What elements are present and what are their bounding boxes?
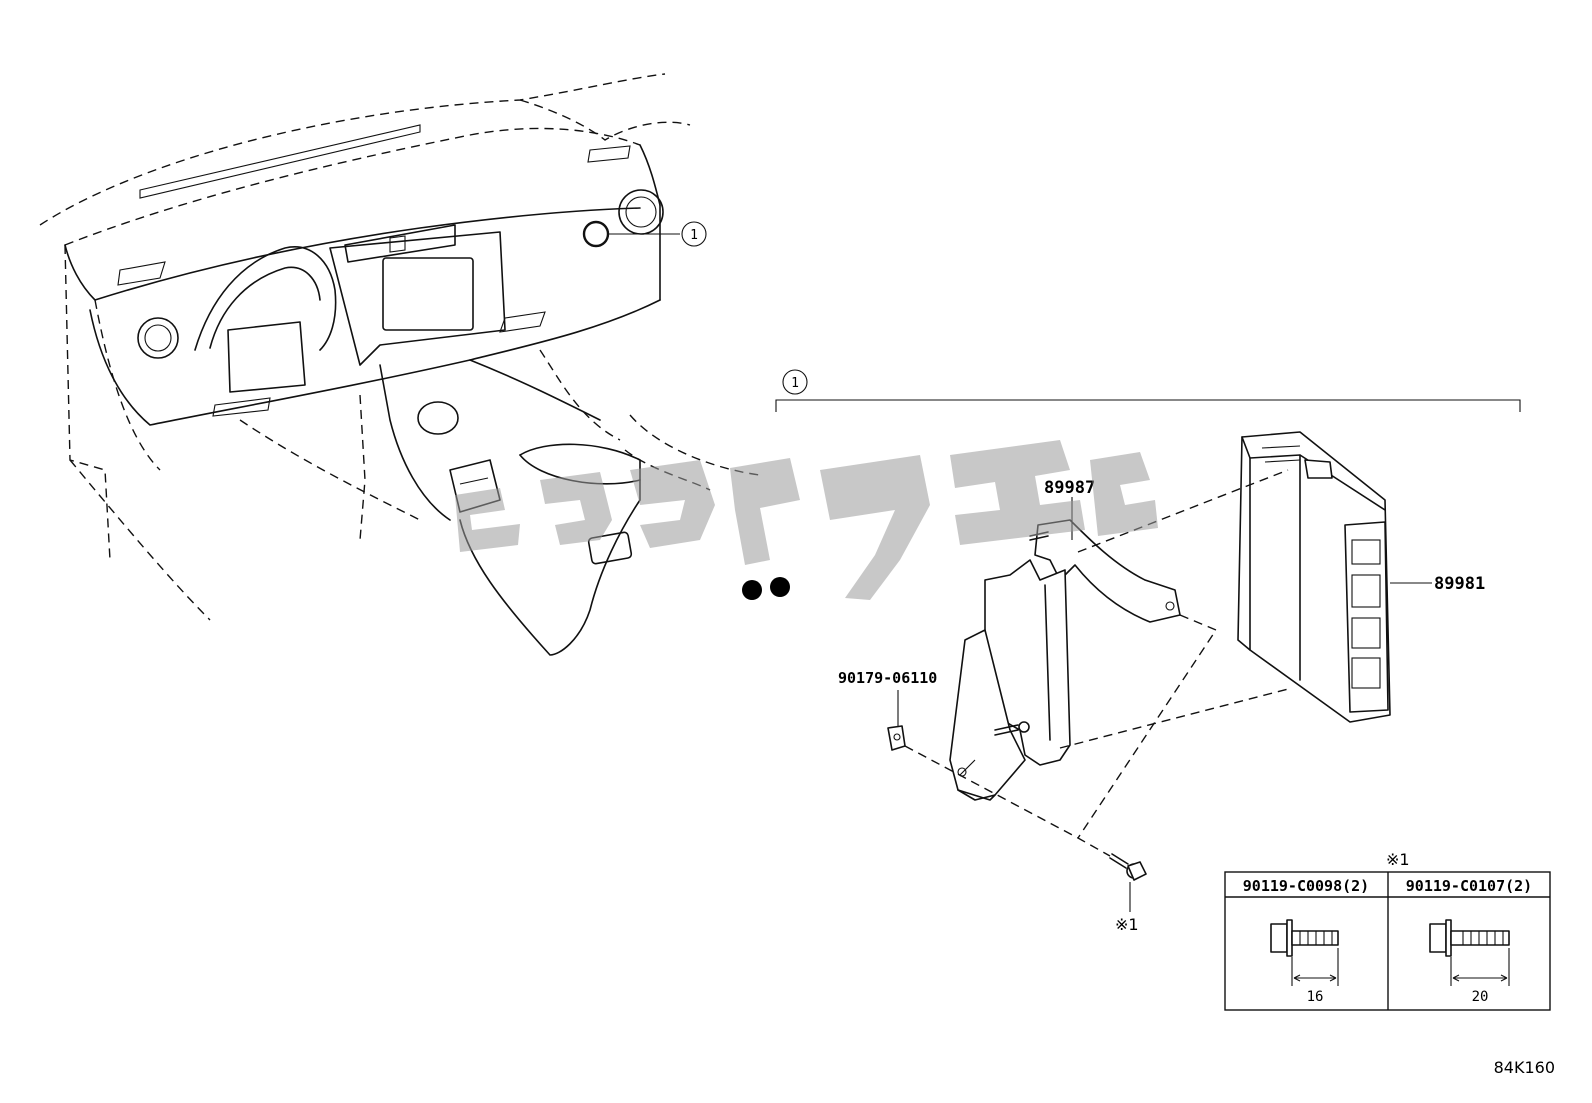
brand-watermark-logo xyxy=(455,440,1158,600)
ecu-drawing xyxy=(1237,431,1391,723)
bolt-length-1: 16 xyxy=(1307,989,1324,1005)
bolt-drawing xyxy=(1109,853,1147,881)
assembly-group-bracket: 1 xyxy=(775,369,1521,412)
assembly-lines xyxy=(904,469,1293,857)
bolt-table-pn-2[interactable]: 90119-C0107(2) xyxy=(1406,877,1532,895)
bolt-spec-table: ※1 90119-C0098(2) 90119-C0107(2) 16 xyxy=(1224,850,1551,1011)
bolt-table-pn-1[interactable]: 90119-C0098(2) xyxy=(1243,877,1369,895)
bolt-table-note: ※1 xyxy=(1386,850,1410,869)
dashboard-location-callout: 1 xyxy=(608,221,707,247)
nut-drawing xyxy=(887,725,906,751)
part-label-bracket[interactable]: 89987 xyxy=(1044,478,1095,498)
callout-ref-1-dash: 1 xyxy=(690,228,698,243)
bolt-length-2: 20 xyxy=(1472,989,1489,1005)
dashboard-illustration xyxy=(39,73,761,656)
figure-code: 84K160 xyxy=(1494,1058,1555,1077)
part-label-nut[interactable]: 90179-06110 xyxy=(838,669,937,687)
callout-ref-1-assembly: 1 xyxy=(791,376,799,391)
flange-bolt-icon xyxy=(1429,919,1510,986)
flange-bolt-icon xyxy=(1270,919,1339,986)
part-label-ecu[interactable]: 89981 xyxy=(1434,574,1485,594)
bracket-drawing xyxy=(949,519,1181,801)
bolt-reference-label: ※1 xyxy=(1115,915,1139,934)
